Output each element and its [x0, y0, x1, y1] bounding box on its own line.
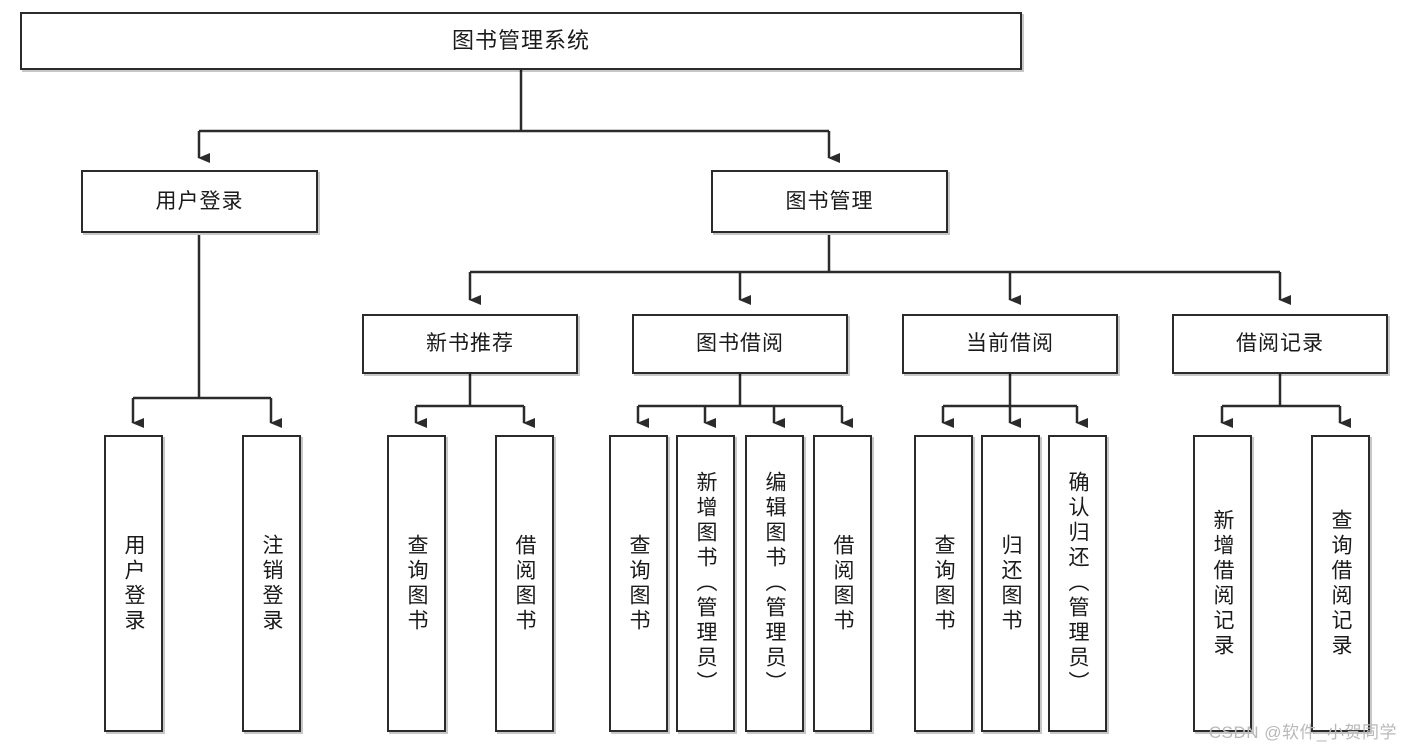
node-label: 归还图书 [999, 533, 1022, 634]
node-label: 新增借阅记录 [1211, 508, 1234, 659]
node-leaf-query-record[interactable]: 查询借阅记录 [1311, 435, 1370, 732]
node-leaf-add-book[interactable]: 新增图书（管理员） [676, 435, 735, 732]
node-leaf-query-book-1[interactable]: 查询图书 [387, 435, 446, 732]
node-label: 查询图书 [932, 533, 955, 634]
node-label: 用户登录 [155, 189, 244, 213]
node-user-login[interactable]: 用户登录 [81, 170, 318, 233]
node-leaf-add-record[interactable]: 新增借阅记录 [1193, 435, 1252, 732]
node-current-borrow[interactable]: 当前借阅 [902, 314, 1118, 374]
node-label: 图书借阅 [696, 332, 784, 356]
node-book-management[interactable]: 图书管理 [711, 170, 948, 233]
node-label: 编辑图书（管理员） [763, 471, 786, 696]
node-label: 用户登录 [122, 533, 145, 634]
node-leaf-return-book[interactable]: 归还图书 [981, 435, 1040, 732]
node-label: 图书管理系统 [451, 27, 590, 53]
node-label: 查询图书 [405, 533, 428, 634]
node-leaf-user-login[interactable]: 用户登录 [104, 435, 163, 732]
watermark-text: CSDN @软件_小贺同学 [1208, 723, 1397, 742]
node-label: 借阅图书 [831, 533, 854, 634]
node-leaf-borrow-book-1[interactable]: 借阅图书 [495, 435, 554, 732]
node-leaf-edit-book[interactable]: 编辑图书（管理员） [745, 435, 804, 732]
node-new-book-recommend[interactable]: 新书推荐 [362, 314, 578, 374]
node-label: 当前借阅 [966, 332, 1054, 356]
node-book-borrow[interactable]: 图书借阅 [632, 314, 848, 374]
node-leaf-query-book-3[interactable]: 查询图书 [914, 435, 973, 732]
node-leaf-borrow-book-2[interactable]: 借阅图书 [813, 435, 872, 732]
node-borrow-record[interactable]: 借阅记录 [1172, 314, 1388, 374]
node-leaf-query-book-2[interactable]: 查询图书 [609, 435, 668, 732]
node-label: 借阅图书 [513, 533, 536, 634]
node-leaf-confirm-return[interactable]: 确认归还（管理员） [1048, 435, 1107, 732]
node-label: 新书推荐 [426, 332, 514, 356]
node-root-book-management-system[interactable]: 图书管理系统 [20, 12, 1022, 70]
node-leaf-logout-login[interactable]: 注销登录 [242, 435, 301, 732]
node-label: 查询图书 [627, 533, 650, 634]
node-label: 新增图书（管理员） [694, 471, 717, 696]
node-label: 图书管理 [785, 189, 874, 213]
node-label: 确认归还（管理员） [1066, 471, 1089, 696]
node-label: 查询借阅记录 [1329, 508, 1352, 659]
node-label: 注销登录 [260, 533, 283, 634]
node-label: 借阅记录 [1236, 332, 1324, 356]
